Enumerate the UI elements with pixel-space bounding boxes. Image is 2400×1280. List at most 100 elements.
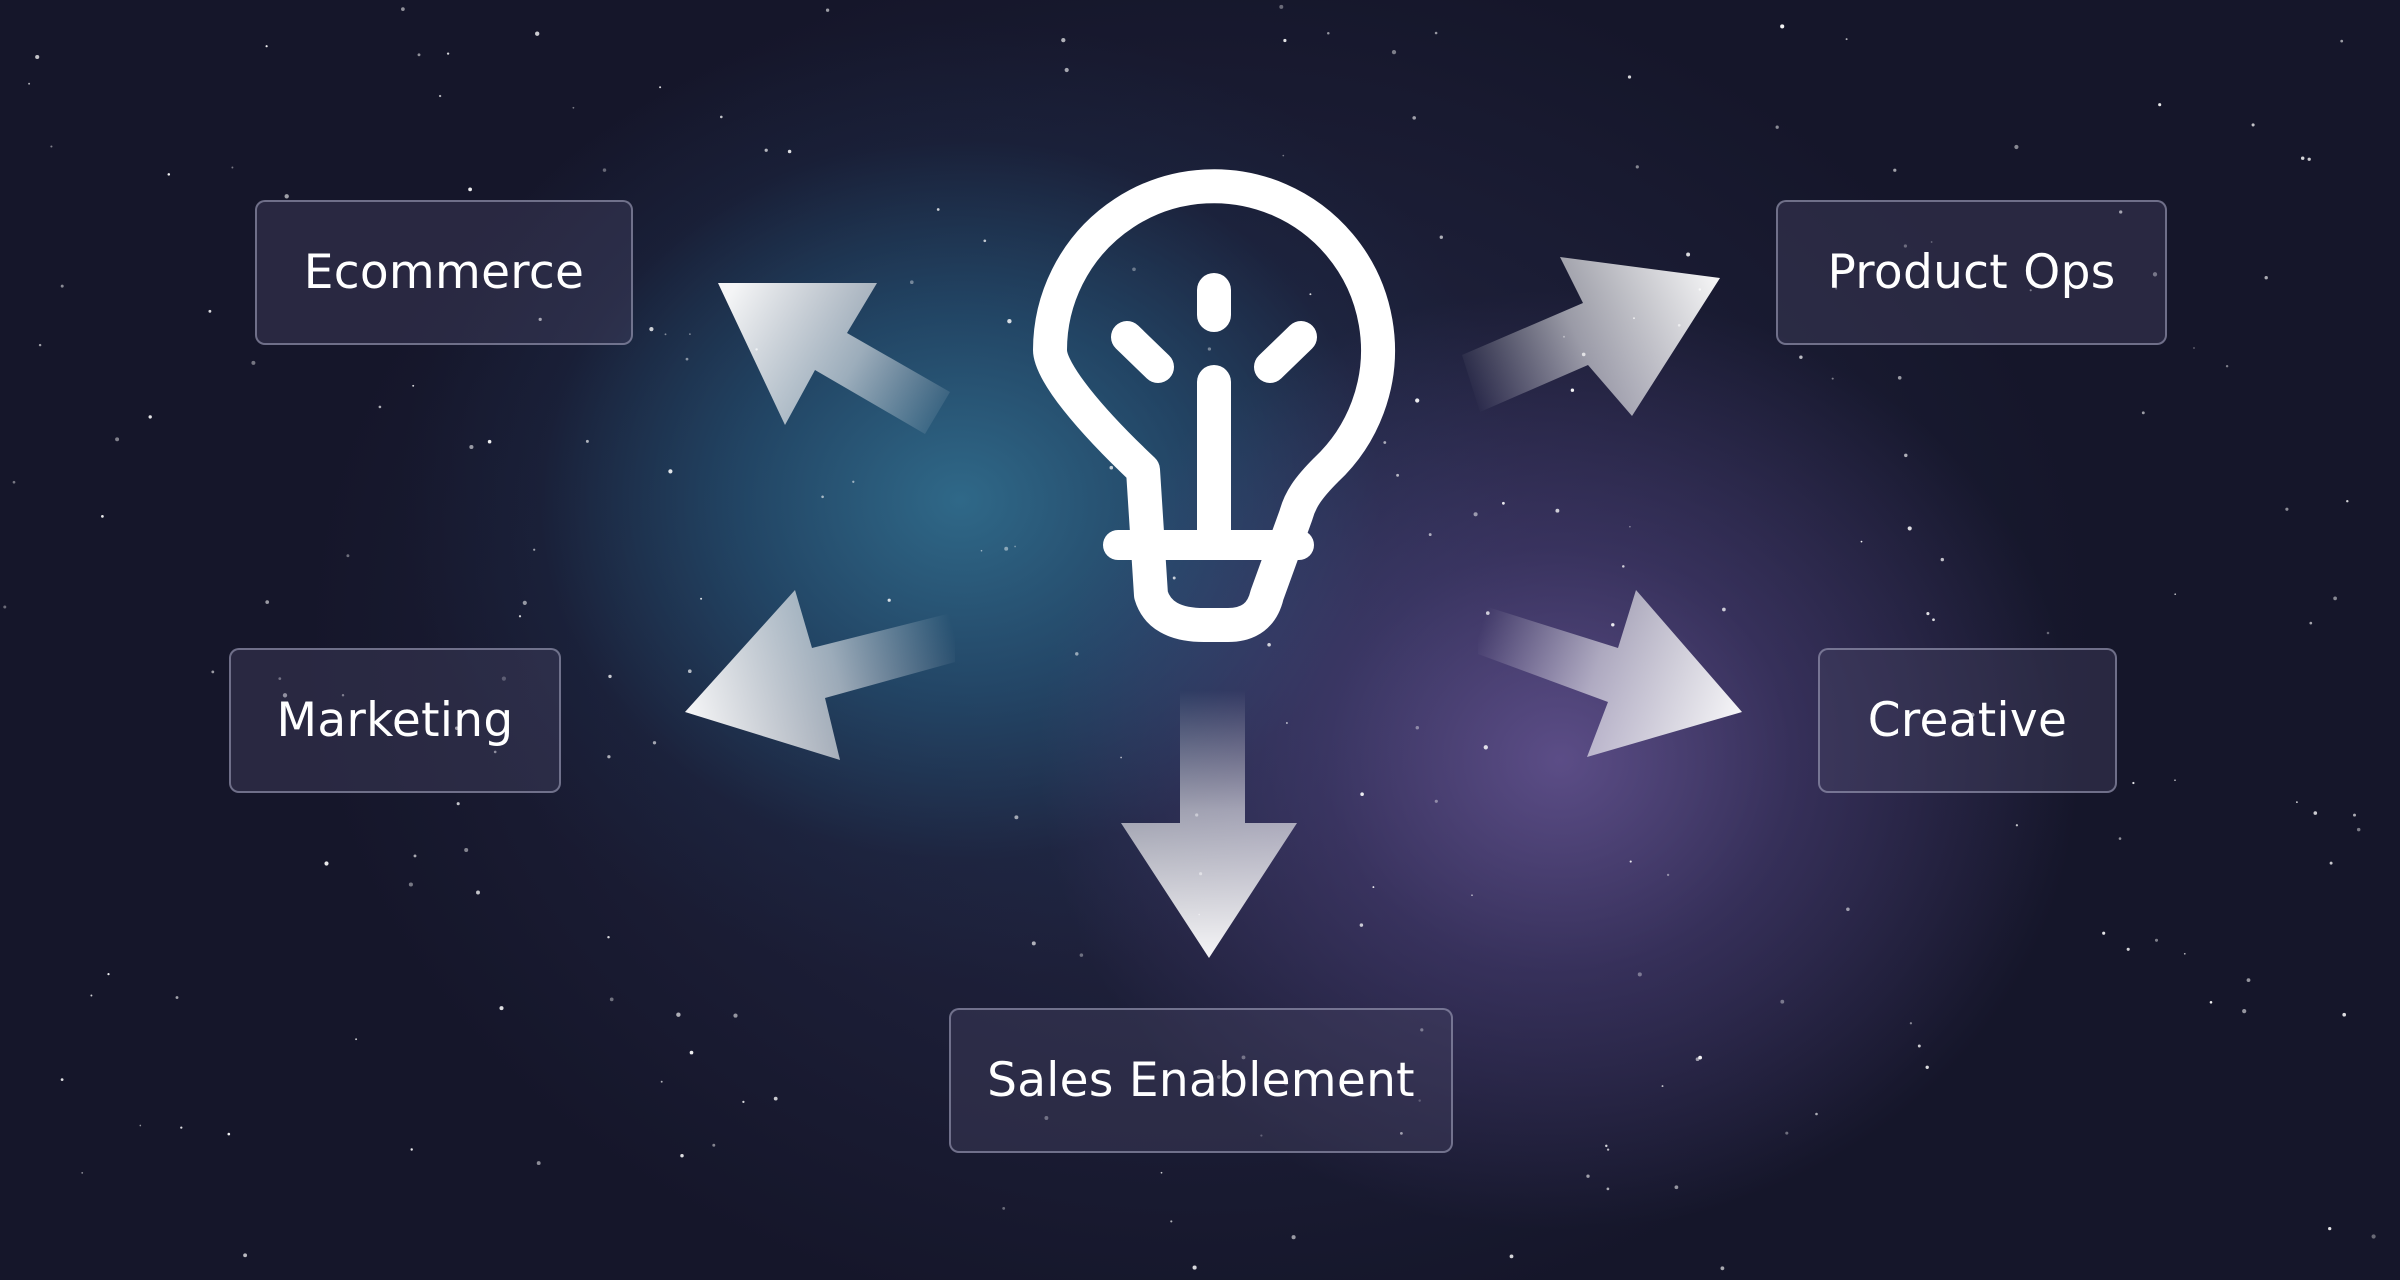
star-dot [1372, 886, 1375, 889]
star-dot [355, 1038, 358, 1041]
star-dot [659, 86, 662, 89]
star-dot [60, 1078, 64, 1081]
star-dot [1611, 623, 1615, 627]
star-dot [1327, 32, 1330, 35]
star-dot [175, 996, 179, 999]
node-ecommerce-label: Ecommerce [303, 245, 585, 300]
star-dot [2353, 813, 2356, 817]
star-dot [265, 45, 268, 48]
star-dot [764, 148, 768, 152]
star-dot [852, 480, 855, 483]
star-dot [649, 326, 654, 332]
star-dot [1686, 252, 1691, 257]
node-marketing-label: Marketing [276, 693, 514, 748]
star-dot [282, 693, 288, 698]
star-dot [167, 173, 171, 176]
star-dot [685, 357, 689, 361]
node-sales-enablement[interactable]: Sales Enablement [949, 1008, 1453, 1153]
lightbulb-icon [1033, 169, 1395, 642]
node-marketing[interactable]: Marketing [229, 648, 561, 793]
star-dot [2242, 1009, 2247, 1014]
star-dot [700, 597, 703, 600]
arrow-right-icon [1478, 590, 1742, 757]
star-dot [413, 854, 417, 858]
star-dot [1075, 652, 1079, 656]
star-dot [1007, 319, 1012, 324]
star-dot [231, 166, 234, 169]
star-dot [2154, 938, 2159, 942]
star-dot [2046, 631, 2050, 635]
star-dot [1606, 1187, 1610, 1191]
star-dot [825, 8, 830, 12]
star-dot [2029, 289, 2032, 292]
star-dot [687, 669, 692, 674]
star-dot [1383, 441, 1387, 444]
star-dot [2313, 811, 2318, 815]
star-dot [408, 882, 413, 887]
star-dot [1835, 287, 1838, 290]
star-dot [1666, 873, 1670, 877]
star-dot [346, 554, 350, 558]
star-dot [1909, 1022, 1913, 1025]
star-dot [2126, 947, 2130, 951]
star-dot [936, 208, 940, 211]
star-dot [1903, 244, 1908, 248]
star-dot [2152, 272, 2158, 277]
star-dot [2251, 123, 2255, 127]
star-dot [1831, 377, 1834, 380]
star-dot [284, 194, 289, 199]
star-dot [1172, 576, 1176, 580]
star-dot [689, 1050, 694, 1055]
node-product-ops-label: Product Ops [1827, 245, 2116, 300]
star-dot [1473, 512, 1478, 517]
star-dot [148, 415, 152, 419]
star-dot [2118, 837, 2122, 840]
arrow-up-right-icon [1462, 257, 1720, 416]
star-dot [1509, 1254, 1514, 1259]
star-dot [1291, 1235, 1296, 1240]
star-dot [410, 1148, 413, 1151]
star-dot [1897, 375, 1902, 380]
star-dot [1674, 1185, 1679, 1190]
star-dot [2371, 1234, 2376, 1239]
star-dot [607, 935, 610, 939]
star-dot [1555, 508, 1560, 513]
star-dot [572, 106, 575, 109]
star-dot [2296, 801, 2298, 803]
star-dot [227, 1132, 231, 1136]
star-dot [536, 1161, 541, 1166]
star-dot [1241, 1055, 1246, 1060]
star-dot [1970, 712, 1975, 717]
star-dot [35, 54, 40, 60]
star-dot [464, 848, 469, 852]
star-dot [1926, 612, 1930, 616]
star-dot [1391, 49, 1397, 55]
star-dot [1940, 557, 1945, 562]
node-creative[interactable]: Creative [1818, 648, 2117, 793]
star-dot [1622, 565, 1625, 568]
star-dot [1907, 526, 1912, 531]
star-dot [1360, 792, 1364, 796]
star-dot [2183, 952, 2186, 955]
star-dot [518, 615, 522, 618]
star-dot [1064, 67, 1069, 73]
star-dot [522, 600, 527, 605]
star-dot [2333, 596, 2337, 601]
star-dot [1860, 540, 1863, 543]
star-dot [243, 1253, 248, 1258]
star-dot [2174, 779, 2176, 782]
star-dot [1698, 1055, 1703, 1060]
node-ecommerce[interactable]: Ecommerce [255, 200, 633, 345]
star-dot [1170, 1220, 1173, 1223]
star-dot [538, 317, 542, 322]
star-dot [1415, 398, 1420, 403]
node-product-ops[interactable]: Product Ops [1776, 200, 2167, 345]
star-dot [1605, 1144, 1608, 1148]
star-dot [1285, 722, 1288, 724]
star-dot [1160, 1171, 1163, 1174]
star-dot [1014, 815, 1019, 820]
star-dot [1309, 293, 1312, 296]
star-dot [1396, 473, 1400, 477]
